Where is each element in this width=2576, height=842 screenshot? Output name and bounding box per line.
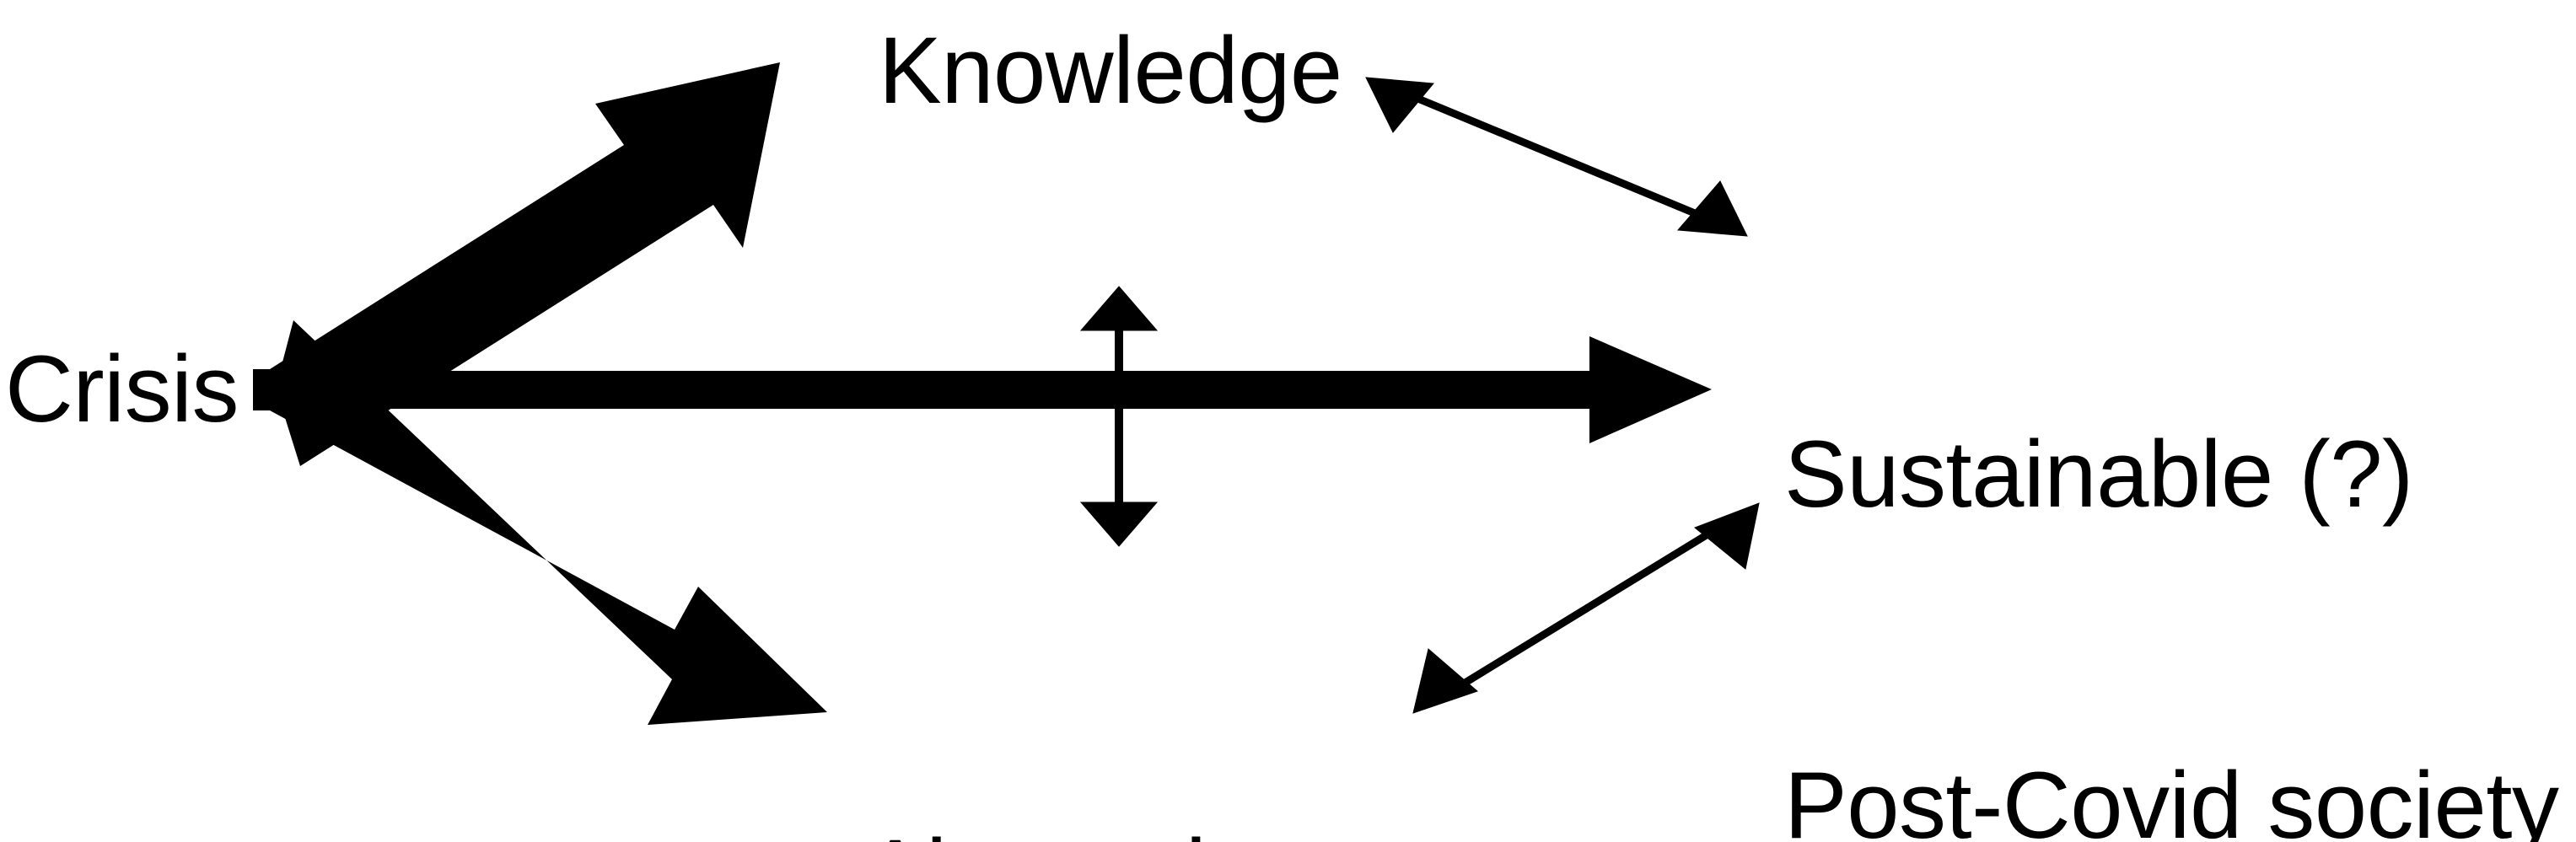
node-label-alternative-paradigms: Alternative paradigms	[863, 597, 1305, 842]
node-label-knowledge: Knowledge	[879, 18, 1342, 123]
arrow-crisis-to-post-covid-society	[270, 336, 1712, 443]
node-label-post-covid-society: Sustainable (?) Post-Covid society	[1784, 198, 2559, 842]
arrow-crisis-to-alternative-paradigms	[270, 320, 827, 725]
node-label-alternative-paradigms-line1: Alternative	[863, 818, 1305, 842]
arrow-alternative-society-link	[1412, 502, 1760, 714]
node-label-post-covid-society-line2: Post-Covid society	[1784, 753, 2559, 842]
node-label-crisis: Crisis	[5, 336, 239, 442]
arrow-knowledge-society-link	[1365, 77, 1748, 237]
arrow-crisis-to-knowledge	[270, 62, 780, 466]
arrow-junction-notch	[253, 369, 304, 410]
arrow-knowledge-alternative-link	[1079, 286, 1159, 547]
node-label-post-covid-society-line1: Sustainable (?)	[1784, 421, 2413, 528]
